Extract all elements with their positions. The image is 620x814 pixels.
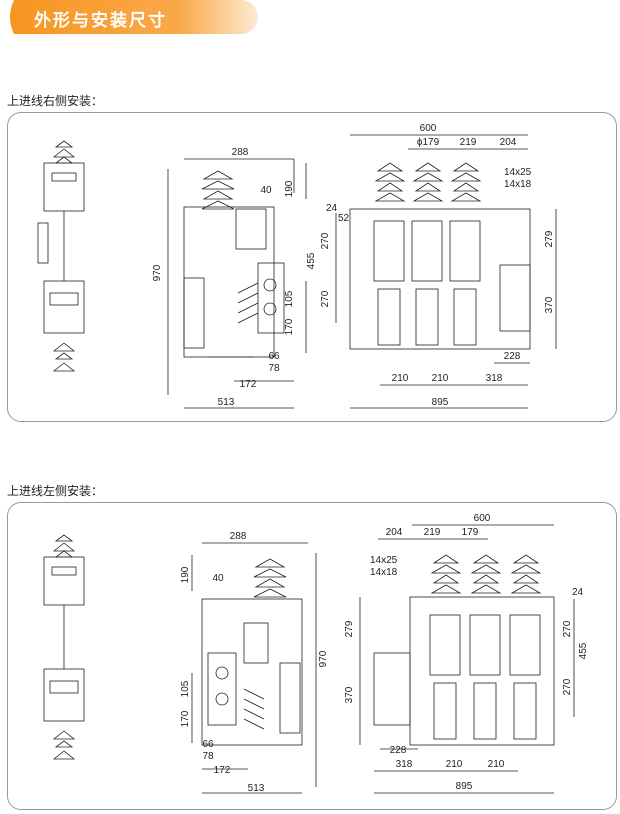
side-view-drawing <box>191 542 317 794</box>
dim-side-base: 172 <box>240 379 257 390</box>
section-label-right-install: 上进线右侧安装： <box>7 94 104 108</box>
dim-front-slot2: 14x18 <box>370 567 398 578</box>
dim-side-small2: 78 <box>202 751 214 762</box>
dim-side-top-height: 190 <box>180 566 191 583</box>
dim-front-455: 455 <box>306 252 317 269</box>
dim-front-895: 895 <box>456 781 473 792</box>
dim-side-top-width: 288 <box>230 531 247 542</box>
drawing-right-install: 288 190 40 970 105 170 66 78 172 513 600… <box>37 123 557 409</box>
dim-front-455: 455 <box>578 642 589 659</box>
dim-side-bottom: 513 <box>218 397 235 408</box>
dim-front-270a: 270 <box>562 620 573 637</box>
dim-front-24: 24 <box>572 587 584 598</box>
section-header-bar <box>0 0 258 34</box>
dim-side-small1: 66 <box>268 351 280 362</box>
dim-front-279: 279 <box>544 230 555 247</box>
dim-front-370: 370 <box>544 296 555 313</box>
dim-front-895: 895 <box>432 397 449 408</box>
thumbnail-switch-icon <box>43 534 85 760</box>
dim-side-base: 172 <box>214 765 231 776</box>
page-title: 外形与安装尺寸 <box>34 11 167 30</box>
dim-front-210b: 210 <box>432 373 449 384</box>
section-label-left-install: 上进线左侧安装： <box>7 484 104 498</box>
dim-front-228: 228 <box>504 351 521 362</box>
dim-side-small2: 78 <box>268 363 280 374</box>
dim-front-slot1: 14x25 <box>504 167 532 178</box>
dim-front-width: 600 <box>420 123 437 134</box>
dim-side-total-height: 970 <box>152 264 163 281</box>
dim-side-low: 170 <box>180 710 191 727</box>
dim-side-bottom: 513 <box>248 783 265 794</box>
front-view-drawing <box>359 524 575 794</box>
side-view-drawing <box>167 158 307 409</box>
dim-front-318: 318 <box>486 373 503 384</box>
dim-front-slot1: 14x25 <box>370 555 398 566</box>
dim-front-phi: ϕ179 <box>417 137 440 148</box>
dim-front-210a: 210 <box>446 759 463 770</box>
dim-side-offset: 40 <box>212 573 224 584</box>
dim-front-52: 52 <box>338 213 350 224</box>
dim-front-210b: 210 <box>488 759 505 770</box>
dim-front-270b: 270 <box>562 678 573 695</box>
dim-front-width: 600 <box>474 513 491 524</box>
dim-side-top-width: 288 <box>232 147 249 158</box>
dim-front-pitch: 219 <box>460 137 477 148</box>
dim-front-210a: 210 <box>392 373 409 384</box>
dim-side-top-height: 190 <box>284 180 295 197</box>
dim-side-total-height: 970 <box>318 650 329 667</box>
dim-front-318: 318 <box>396 759 413 770</box>
thumbnail-switch-icon <box>37 140 85 372</box>
dim-front-pitch: 219 <box>424 527 441 538</box>
dim-side-mid: 105 <box>180 680 191 697</box>
header-notch-shape <box>0 0 14 34</box>
dim-side-offset: 40 <box>260 185 272 196</box>
drawing-left-install: 288 190 40 970 105 170 66 78 172 513 600… <box>43 513 589 794</box>
dim-front-left: 204 <box>386 527 403 538</box>
dim-side-mid: 105 <box>284 290 295 307</box>
drawing-panel-right-install: 288 190 40 970 105 170 66 78 172 513 600… <box>7 112 617 422</box>
dim-front-279: 279 <box>344 620 355 637</box>
dim-front-slot2: 14x18 <box>504 179 532 190</box>
front-view-drawing <box>335 134 557 409</box>
dim-front-228: 228 <box>390 745 407 756</box>
dim-front-270b: 270 <box>320 290 331 307</box>
drawing-panel-left-install: 288 190 40 970 105 170 66 78 172 513 600… <box>7 502 617 810</box>
dim-front-right: 204 <box>500 137 517 148</box>
dim-front-24: 24 <box>326 203 338 214</box>
dim-front-270a: 270 <box>320 232 331 249</box>
dim-front-phi: 179 <box>462 527 479 538</box>
dim-front-370: 370 <box>344 686 355 703</box>
dim-side-low: 170 <box>284 318 295 335</box>
dim-side-small1: 66 <box>202 739 214 750</box>
